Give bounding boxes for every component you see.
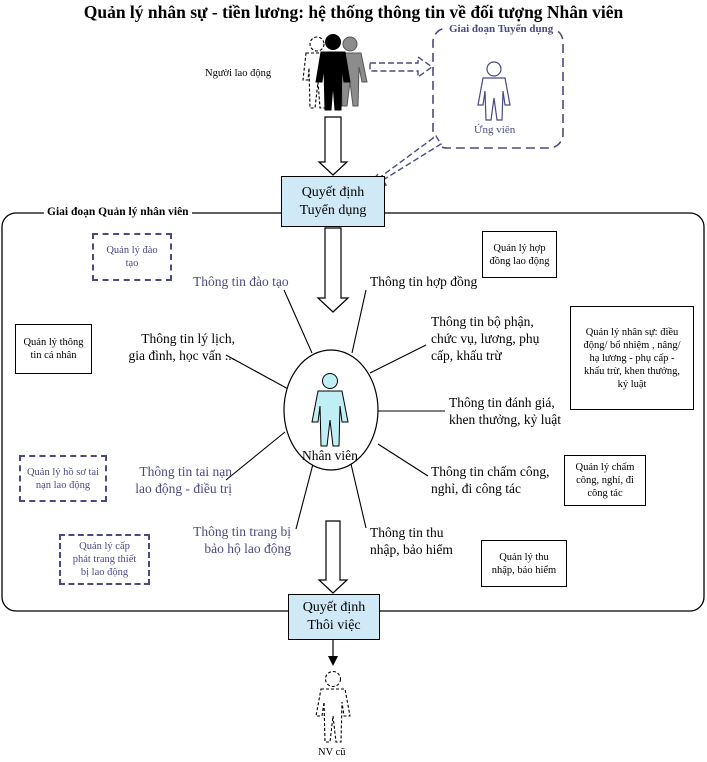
info-contract: Thông tin hợp đồng	[370, 274, 478, 289]
worker-to-decision-arrow	[317, 116, 349, 176]
info-income: Thông tin thu nhập, bảo hiểm	[370, 525, 453, 557]
info-accident: Thông tin tai nạn lao động - điều trị	[135, 464, 232, 496]
decision-leave-box: Quyết định Thôi việc	[288, 594, 380, 640]
candidate-figure-icon	[477, 61, 511, 121]
former-employee-icon	[315, 670, 351, 743]
spoke-lines	[225, 289, 445, 530]
employee-to-leave-arrow	[317, 520, 349, 594]
decision-hire-line1: Quyết định	[301, 184, 365, 200]
info-equipment: Thông tin trang bị bảo hộ lao động	[193, 524, 291, 556]
decision-to-employee-arrow	[316, 227, 350, 313]
info-training: Thông tin đào tạo	[193, 274, 289, 289]
candidate-label: Ứng viên	[474, 124, 516, 136]
info-department: Thông tin bộ phận, chức vụ, lương, phụ c…	[431, 314, 540, 363]
info-resume: Thông tin lý lịch, gia đình, học vấn ...	[128, 331, 235, 363]
employee-figure-icon	[311, 373, 349, 447]
decision-leave-line1: Quyết định	[302, 600, 366, 615]
decision-hire-box: Quyết định Tuyển dụng	[281, 176, 385, 227]
info-evaluation: Thông tin đánh giá, khen thưởng, kỷ luật	[449, 395, 561, 427]
module-hr: Quản lý nhân sự: điều động/ bổ nhiệm , n…	[570, 306, 694, 410]
recruit-phase-label: Giai đoạn Tuyển dụng	[446, 23, 557, 35]
employee-label: Nhân viên	[302, 448, 358, 463]
decision-hire-line2: Tuyển dụng	[299, 202, 367, 218]
decision-leave-line2: Thôi việc	[307, 618, 361, 633]
former-employee-label: NV cũ	[318, 747, 346, 758]
worker-to-recruit-arrow	[369, 55, 434, 79]
manage-phase-label: Giai đoạn Quản lý nhân viên	[44, 206, 192, 218]
page-title: Quản lý nhân sự - tiền lương: hệ thống t…	[83, 2, 624, 22]
worker-label: Người lao động	[205, 68, 272, 79]
worker-group-icon	[302, 34, 368, 111]
info-attendance: Thông tin chấm công, nghỉ, đi công tác	[431, 464, 550, 496]
